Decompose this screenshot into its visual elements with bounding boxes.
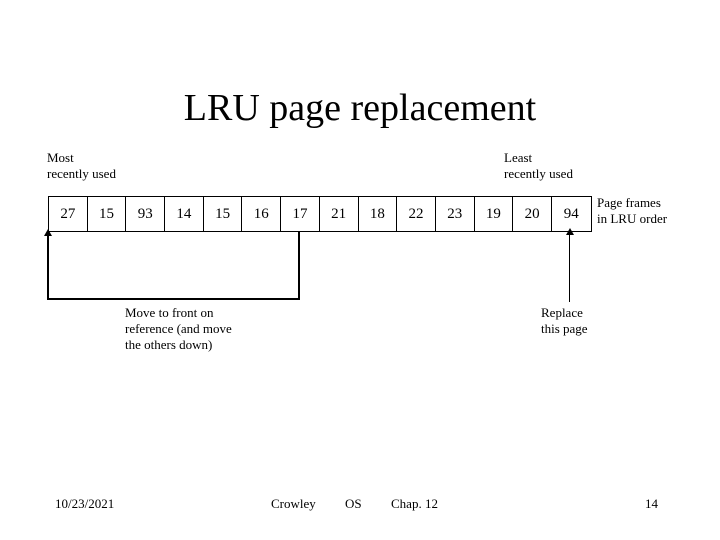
label-move-to-front-note: Move to front on reference (and move the…: [125, 305, 232, 352]
page-title: LRU page replacement: [183, 87, 537, 130]
label-replace-this-page: Replace this page: [541, 305, 588, 336]
page-frame-cell: 22: [397, 197, 436, 231]
replace-arrowhead-icon: [566, 228, 574, 235]
label-page-frames-in-lru-order: Page frames in LRU order: [597, 195, 668, 226]
page-frame-cell: 15: [203, 197, 243, 231]
footer-author: Crowley: [271, 496, 316, 511]
page-frame-cell: 15: [87, 197, 127, 231]
footer-date: 10/23/2021: [55, 496, 115, 511]
move-to-front-bracket-right-segment: [298, 232, 300, 300]
page-frame-cell: 23: [435, 197, 475, 231]
label-least-recently-used: Least recently used: [504, 150, 573, 181]
lru-diagram: Most recently used Least recently used P…: [44, 150, 668, 352]
page-frame-cell: 18: [358, 197, 398, 231]
slide-footer: 10/23/2021 Crowley OS Chap. 12 14: [0, 494, 720, 518]
page-frame-cell: 16: [242, 197, 282, 231]
move-to-front-bracket-left-segment: [47, 232, 49, 300]
footer-chapter: Chap. 12: [391, 496, 438, 511]
page-frame-cell: 14: [165, 197, 204, 231]
label-most-recently-used: Most recently used: [47, 150, 116, 181]
page-frame-cell: 93: [126, 197, 166, 231]
footer-course: OS: [345, 496, 362, 511]
move-to-front-bracket-bottom-segment: [47, 298, 300, 300]
page-frame-cell: 27: [49, 197, 88, 231]
page-frame-cell: 21: [319, 197, 359, 231]
page-frame-row: 27 15 93 14 15 16 17 21 18 22 23 19 20 9…: [48, 196, 592, 232]
footer-page-number: 14: [645, 496, 658, 511]
page-frame-cell: 17: [281, 197, 320, 231]
replace-arrow-shaft: [569, 233, 571, 302]
page-frame-cell: 19: [474, 197, 514, 231]
page-frame-cell: 20: [513, 197, 552, 231]
page-frame-cell: 94: [551, 197, 591, 231]
